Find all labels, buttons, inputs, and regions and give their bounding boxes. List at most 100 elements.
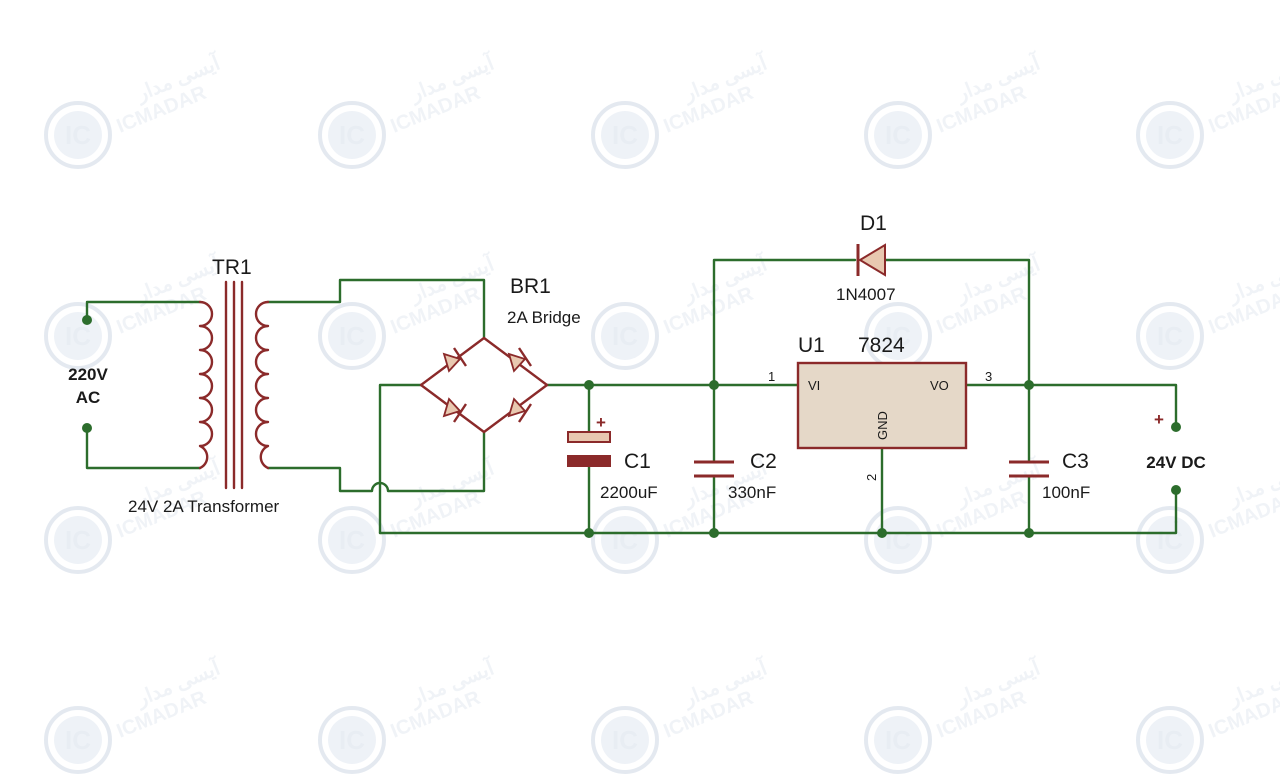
bridge-ref: BR1 <box>510 275 551 298</box>
watermark-logo-text: IC <box>65 321 91 351</box>
d1-anode-triangle <box>858 243 886 277</box>
u1-pin-gnd-label: GND <box>875 411 890 440</box>
c1-plate-positive <box>567 431 611 443</box>
bridge-value: 2A Bridge <box>507 308 581 327</box>
diode-d1[interactable]: D1 1N4007 <box>836 212 896 304</box>
bridge-diode-1 <box>442 347 467 373</box>
c3-value: 100nF <box>1042 483 1090 502</box>
c1-polarity-mark: + <box>596 413 606 432</box>
watermark-logo-text: IC <box>339 725 365 755</box>
watermark-logo-text: IC <box>612 525 638 555</box>
watermark-logo-text: IC <box>339 525 365 555</box>
u1-body <box>796 361 968 450</box>
dc-terminal-positive <box>1171 422 1181 432</box>
wire-d1-loop <box>712 258 1031 387</box>
watermark-logo-text: IC <box>885 525 911 555</box>
ac-terminal-top <box>82 315 92 325</box>
watermark-logo-text: IC <box>339 321 365 351</box>
watermark-logo-text: IC <box>1157 321 1183 351</box>
transformer-value: 24V 2A Transformer <box>128 497 280 516</box>
junction-dot <box>709 380 719 390</box>
c1-plate-negative <box>567 455 611 467</box>
watermark-logo-text: IC <box>1157 525 1183 555</box>
bridge-outline <box>419 336 549 434</box>
wire-secondary-top <box>266 278 486 340</box>
junction-dot <box>1024 528 1034 538</box>
bridge-diode-4 <box>507 397 532 423</box>
c3-ref: C3 <box>1062 450 1089 473</box>
ac-source-label-line1: 220V <box>68 365 108 384</box>
u1-pin-vi-label: VI <box>808 378 820 393</box>
dc-plus-mark: + <box>1154 410 1164 429</box>
wire-ground-rail <box>378 520 1178 535</box>
capacitor-c1[interactable]: + C1 2200uF <box>567 413 658 502</box>
dc-output-label: 24V DC <box>1146 453 1206 472</box>
watermark-logo-text: IC <box>885 321 911 351</box>
wire-output-rail <box>964 383 1178 429</box>
watermark-logo-text: IC <box>1157 120 1183 150</box>
watermark-logo-text: IC <box>339 120 365 150</box>
watermark-logo-text: IC <box>612 321 638 351</box>
regulator-u1[interactable]: VI VO GND 1 3 2 U1 7824 <box>768 334 992 481</box>
junction-dot <box>584 528 594 538</box>
bridge-rectifier-br1[interactable]: BR1 2A Bridge <box>419 275 581 434</box>
bridge-diode-2 <box>507 347 532 373</box>
watermark-logo-text: IC <box>885 120 911 150</box>
c1-ref: C1 <box>624 450 651 473</box>
watermark-logo-text: IC <box>612 120 638 150</box>
wire-ac-bottom <box>85 426 202 470</box>
c2-value: 330nF <box>728 483 776 502</box>
d1-value: 1N4007 <box>836 285 896 304</box>
u1-pin-vo-label: VO <box>930 378 949 393</box>
u1-pin1-number: 1 <box>768 369 775 384</box>
wire-bridge-negative <box>378 383 423 535</box>
ac-source-label-line2: AC <box>76 388 101 407</box>
junction-dot <box>1024 380 1034 390</box>
watermark-logo-text: IC <box>1157 725 1183 755</box>
watermark-logo-text: IC <box>65 725 91 755</box>
watermark-logo-text: IC <box>65 525 91 555</box>
u1-value: 7824 <box>858 334 905 357</box>
junction-dot <box>709 528 719 538</box>
watermark-logo-text: IC <box>612 725 638 755</box>
wire-ac-top <box>85 300 202 322</box>
c2-ref: C2 <box>750 450 777 473</box>
c1-value: 2200uF <box>600 483 658 502</box>
bridge-diode-3 <box>442 397 467 423</box>
junction-dot <box>877 528 887 538</box>
transformer-tr1[interactable]: TR1 24V 2A Transformer <box>128 256 280 516</box>
capacitor-c3[interactable]: C3 100nF <box>1009 450 1090 502</box>
d1-ref: D1 <box>860 212 887 235</box>
watermark-logo-text: IC <box>65 120 91 150</box>
u1-ref: U1 <box>798 334 825 357</box>
u1-pin2-number: 2 <box>864 474 879 481</box>
capacitor-c2[interactable]: C2 330nF <box>694 450 777 502</box>
ac-terminal-bottom <box>82 423 92 433</box>
secondary-winding <box>254 300 270 470</box>
primary-winding <box>198 300 214 470</box>
junctions <box>82 315 1181 538</box>
watermark-logo-text: IC <box>885 725 911 755</box>
junction-dot <box>584 380 594 390</box>
transformer-ref: TR1 <box>212 256 252 279</box>
u1-pin3-number: 3 <box>985 369 992 384</box>
